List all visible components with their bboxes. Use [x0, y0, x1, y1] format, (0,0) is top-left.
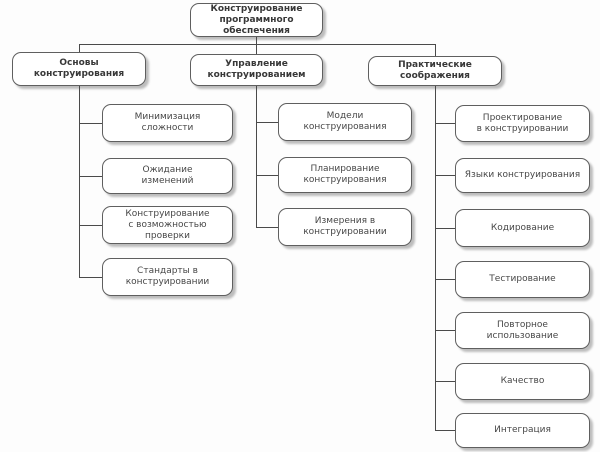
node-construction-planning: Планирование конструирования	[278, 157, 412, 193]
node-anticipate-change: Ожидание изменений	[102, 158, 233, 194]
connector-spine-right	[435, 86, 436, 430]
connector-child-stub	[435, 381, 455, 382]
connector-spine-middle	[256, 86, 257, 227]
connector-child-stub	[79, 123, 102, 124]
connector-child-stub	[256, 227, 278, 228]
connector-spine-left	[79, 86, 80, 277]
node-quality: Качество	[455, 363, 590, 400]
connector-child-stub	[435, 330, 455, 331]
connector-child-stub	[256, 122, 278, 123]
node-managing-construction: Управление конструированием	[190, 54, 323, 86]
connector-branch-line	[79, 44, 436, 45]
node-testing: Тестирование	[455, 261, 590, 298]
connector-child-stub	[435, 123, 455, 124]
connector-parent-stub	[79, 44, 80, 54]
node-coding: Кодирование	[455, 209, 590, 247]
connector-parent-stub	[256, 44, 257, 54]
node-design-in-construction: Проектирование в конструировании	[455, 105, 590, 142]
node-software-construction: Конструирование программного обеспечения	[190, 3, 323, 37]
node-construct-for-verification: Конструирование с возможностью проверки	[102, 206, 233, 244]
node-construction-fundamentals: Основы конструирования	[12, 52, 146, 86]
connector-child-stub	[79, 176, 102, 177]
connector-child-stub	[79, 225, 102, 226]
node-standards-in-construction: Стандарты в конструировании	[102, 258, 233, 296]
node-construction-measurement: Измерения в конструировании	[278, 208, 412, 246]
connector-child-stub	[79, 277, 102, 278]
node-reuse: Повторное использование	[455, 312, 590, 349]
connector-parent-stub	[435, 44, 436, 56]
node-practical-considerations: Практические соображения	[368, 56, 502, 86]
node-construction-models: Модели конструирования	[278, 103, 412, 141]
connector-child-stub	[435, 228, 455, 229]
connector-child-stub	[435, 279, 455, 280]
node-minimize-complexity: Минимизация сложности	[102, 104, 233, 142]
connector-root-stub	[256, 37, 257, 44]
node-construction-languages: Языки конструирования	[455, 158, 590, 193]
connector-child-stub	[256, 175, 278, 176]
node-integration: Интеграция	[455, 413, 590, 448]
connector-child-stub	[435, 430, 455, 431]
connector-child-stub	[435, 175, 455, 176]
